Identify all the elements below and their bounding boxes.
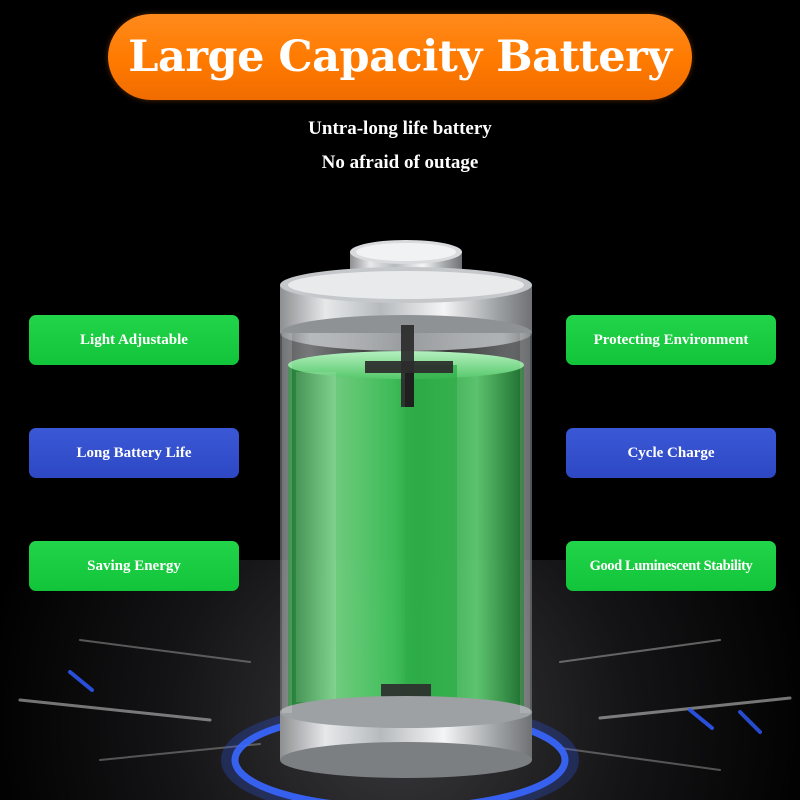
plus-icon xyxy=(365,325,453,407)
feature-badge-protecting-environment: Protecting Environment xyxy=(566,315,776,365)
title-banner: Large Capacity Battery xyxy=(108,14,692,100)
feature-badge-saving-energy: Saving Energy xyxy=(29,541,239,591)
feature-badge-cycle-charge: Cycle Charge xyxy=(566,428,776,478)
battery-terminal xyxy=(350,240,462,282)
feature-badge-light-adjustable: Light Adjustable xyxy=(29,315,239,365)
feature-badge-long-battery-life: Long Battery Life xyxy=(29,428,239,478)
battery-bottom-cap xyxy=(280,696,532,778)
floor-light-streaks xyxy=(18,639,792,771)
subtitle-line-2: No afraid of outage xyxy=(321,152,479,173)
subtitle-line-1: Untra-long life battery xyxy=(308,118,492,139)
page-title: Large Capacity Battery xyxy=(128,32,672,82)
feature-badge-good-luminescent-stability: Good Luminescent Stability xyxy=(566,541,776,591)
battery-top-cap xyxy=(280,267,532,351)
battery-charge-level xyxy=(288,351,524,710)
minus-icon xyxy=(381,684,431,698)
